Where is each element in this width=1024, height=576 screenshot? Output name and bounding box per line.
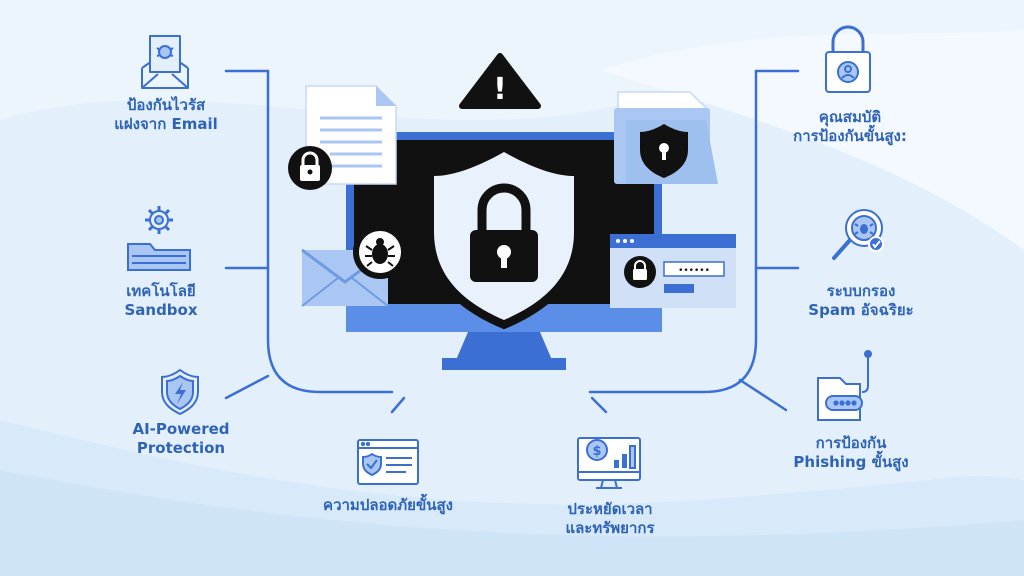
- feature-sandbox-label: เทคโนโลยี Sandbox: [96, 282, 226, 320]
- monitor-neck: [456, 332, 552, 360]
- warning-triangle-icon: !: [459, 53, 541, 109]
- secure-folder-icon: [614, 91, 718, 184]
- feature-sandbox-line2: Sandbox: [124, 301, 198, 319]
- monitor-base: [442, 358, 566, 370]
- dollar-glyph: $: [592, 444, 601, 459]
- lock-badge-icon: [288, 146, 332, 190]
- feature-save-resources-line2: และทรัพยากร: [565, 519, 655, 537]
- feature-spam-filter-line2: Spam อัจฉริยะ: [808, 301, 914, 319]
- feature-save-resources-line1: ประหยัดเวลา: [567, 500, 653, 518]
- feature-phishing-line1: การป้องกัน: [815, 434, 887, 452]
- feature-high-security-label: ความปลอดภัยขั้นสูง: [298, 496, 478, 515]
- password-mask: ••••••: [678, 266, 710, 276]
- warning-glyph: !: [493, 72, 507, 107]
- feature-ai-protection-line2: Protection: [136, 439, 226, 457]
- feature-phishing-label: การป้องกัน Phishing ขั้นสูง: [776, 434, 926, 472]
- padlock-user-icon: [825, 25, 871, 93]
- connector-frame: [224, 69, 800, 414]
- browser-shield-icon: [357, 439, 419, 485]
- feature-spam-filter-label: ระบบกรอง Spam อัจฉริยะ: [786, 282, 936, 320]
- login-window-icon: ••••••: [610, 234, 736, 308]
- feature-ai-protection-line1: AI-Powered: [132, 420, 230, 438]
- magnifier-bug-icon: [832, 209, 884, 260]
- email-bug-icon: [141, 35, 189, 89]
- feature-advanced-line1: คุณสมบัติ: [818, 108, 882, 126]
- feature-email-virus-line1: ป้องกันไวรัส: [126, 96, 206, 114]
- folder-hook-icon: [817, 350, 872, 421]
- feature-email-virus-line2: แฝงจาก Email: [114, 115, 218, 133]
- magnifier-bug-icon-center: [353, 225, 424, 296]
- feature-email-virus-label: ป้องกันไวรัส แฝงจาก Email: [96, 96, 236, 134]
- shield-bolt-icon: [161, 368, 199, 416]
- feature-save-resources-label: ประหยัดเวลา และทรัพยากร: [540, 500, 680, 538]
- feature-sandbox-line1: เทคโนโลยี: [126, 282, 196, 300]
- monitor-dollar-icon: $: [577, 437, 641, 489]
- shield-lock-icon: [425, 142, 583, 330]
- feature-high-security-line1: ความปลอดภัยขั้นสูง: [323, 496, 453, 514]
- feature-phishing-line2: Phishing ขั้นสูง: [793, 453, 909, 471]
- feature-spam-filter-line1: ระบบกรอง: [826, 282, 896, 300]
- feature-ai-protection-label: AI-Powered Protection: [116, 420, 246, 458]
- feature-advanced-line2: การป้องกันขั้นสูง:: [793, 127, 907, 145]
- sandbox-gear-icon: [127, 206, 191, 271]
- feature-advanced-label: คุณสมบัติ การป้องกันขั้นสูง:: [770, 108, 930, 146]
